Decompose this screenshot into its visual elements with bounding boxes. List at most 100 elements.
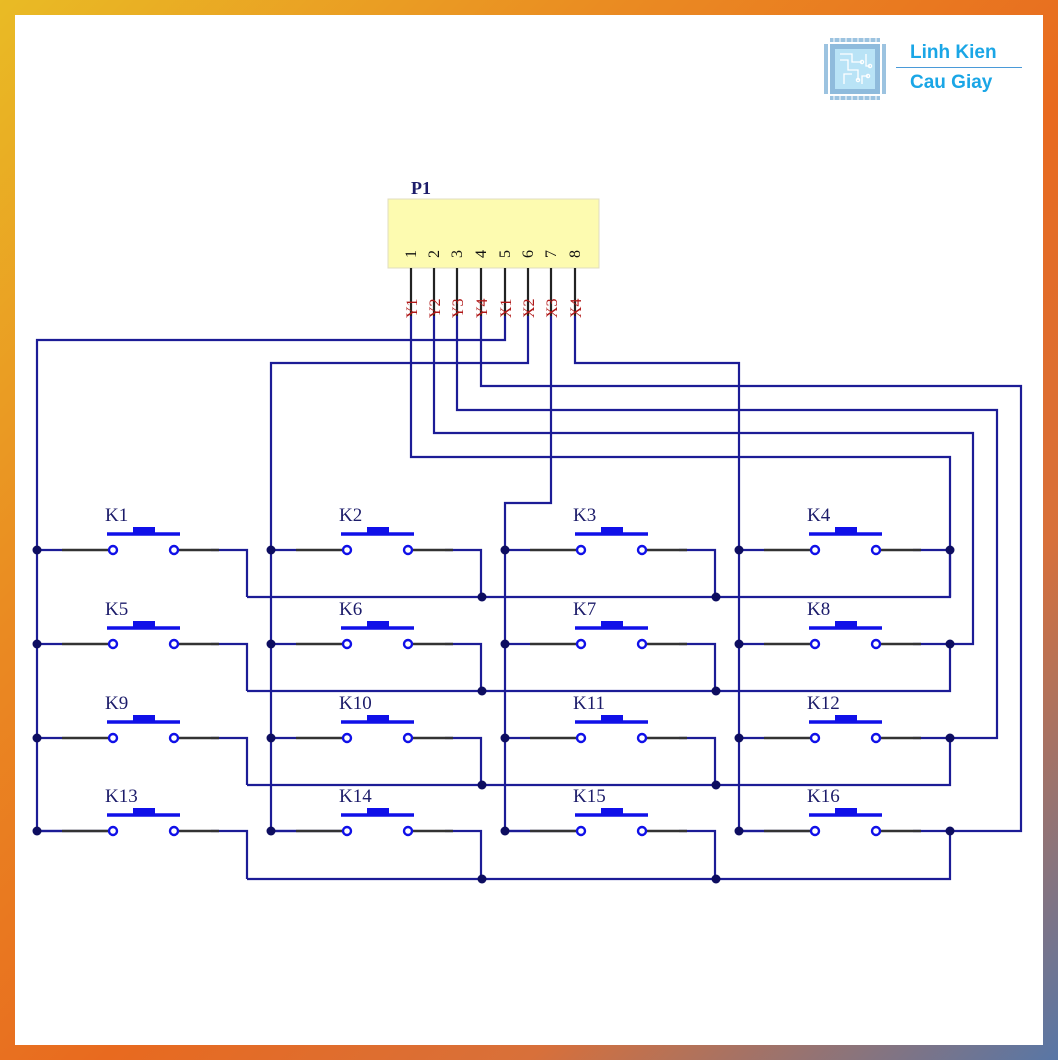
switch-right-leg — [211, 642, 249, 691]
wires — [35, 316, 1023, 881]
pin-number: 5 — [497, 250, 514, 258]
switch-button-cap — [835, 808, 857, 815]
switch-terminal — [809, 638, 821, 650]
switch-button-cap — [367, 527, 389, 534]
row-return-line — [247, 644, 952, 693]
pin-number: 4 — [473, 250, 490, 258]
net-label: X1 — [498, 298, 515, 318]
switch-terminal — [636, 732, 648, 744]
switch-right-leg — [679, 736, 717, 785]
switch-terminal — [870, 732, 882, 744]
junction-dot — [734, 639, 744, 649]
switch-label: K9 — [105, 693, 128, 714]
net-y3 — [455, 316, 999, 740]
switch-right-leg — [679, 548, 717, 597]
switch-button-cap — [835, 715, 857, 722]
junction-dot — [500, 545, 510, 555]
switch-terminal — [809, 825, 821, 837]
switch-button-cap — [601, 527, 623, 534]
push-button-switch: K9 — [37, 693, 219, 744]
switch-label: K12 — [807, 693, 840, 714]
switch-terminal — [636, 638, 648, 650]
switch-label: K2 — [339, 505, 362, 526]
switch-right-leg — [211, 829, 249, 879]
junction-dot — [32, 639, 42, 649]
switch-button-cap — [133, 621, 155, 628]
switch-terminal — [636, 544, 648, 556]
junction-dot — [477, 686, 487, 696]
row-return-line — [247, 738, 952, 787]
switch-terminal — [402, 638, 414, 650]
switch-label: K13 — [105, 786, 138, 807]
switch-label: K14 — [339, 786, 372, 807]
switch-button-cap — [367, 621, 389, 628]
switch-terminal — [107, 732, 119, 744]
junction-dot — [711, 874, 721, 884]
junction-dot — [945, 545, 955, 555]
net-y1 — [409, 316, 952, 597]
junction-dot — [477, 592, 487, 602]
switch-right-leg — [445, 736, 483, 785]
push-button-switch: K6 — [271, 599, 453, 650]
junction-dot — [734, 733, 744, 743]
logo-divider — [896, 67, 1022, 68]
junction-dot — [266, 826, 276, 836]
switch-terminal — [341, 638, 353, 650]
push-button-switch: K10 — [271, 693, 453, 744]
logo-text-line1: Linh Kien — [910, 42, 997, 63]
net-label: X3 — [544, 298, 561, 318]
switch-label: K4 — [807, 505, 831, 526]
switch-label: K7 — [573, 599, 596, 620]
push-button-switch: K7 — [505, 599, 687, 650]
net-label: Y1 — [404, 298, 421, 318]
switch-terminal — [575, 732, 587, 744]
junction-dot — [500, 826, 510, 836]
switch-right-leg — [211, 736, 249, 785]
switch-label: K1 — [105, 505, 128, 526]
switch-terminal — [402, 732, 414, 744]
switch-terminal — [870, 638, 882, 650]
switch-terminal — [870, 544, 882, 556]
junction-dot — [500, 733, 510, 743]
pin-number: 1 — [403, 250, 420, 258]
net-label: Y3 — [450, 298, 467, 318]
junction-dot — [734, 545, 744, 555]
switch-terminal — [168, 544, 180, 556]
push-button-switch: K5 — [37, 599, 219, 650]
push-button-switch: K4 — [739, 505, 921, 556]
switch-button-cap — [601, 715, 623, 722]
switch-terminal — [575, 544, 587, 556]
connector-designator: P1 — [411, 178, 431, 198]
junctions — [32, 545, 955, 884]
net-label: X2 — [521, 298, 538, 318]
net-y4 — [479, 316, 1023, 833]
junction-dot — [477, 874, 487, 884]
switch-terminal — [809, 544, 821, 556]
switch-terminal — [402, 544, 414, 556]
net-x2 — [269, 316, 530, 833]
switch-button-cap — [835, 621, 857, 628]
junction-dot — [945, 639, 955, 649]
switch-label: K11 — [573, 693, 605, 714]
logo-text-line2: Cau Giay — [910, 72, 993, 93]
switch-button-cap — [133, 808, 155, 815]
switch-label: K10 — [339, 693, 372, 714]
switch-label: K15 — [573, 786, 606, 807]
pin-number: 3 — [449, 250, 466, 258]
push-button-switch: K13 — [37, 786, 219, 837]
row-return-line — [247, 831, 952, 881]
net-x3 — [503, 316, 578, 833]
junction-dot — [711, 686, 721, 696]
switch-terminal — [107, 825, 119, 837]
switch-terminal — [341, 732, 353, 744]
junction-dot — [266, 733, 276, 743]
switch-terminal — [636, 825, 648, 837]
row-return-line — [247, 550, 952, 599]
switch-button-cap — [601, 808, 623, 815]
pin-number: 2 — [426, 250, 443, 258]
pin-number: 8 — [567, 250, 584, 258]
switch-terminal — [107, 544, 119, 556]
net-y2 — [432, 316, 975, 646]
